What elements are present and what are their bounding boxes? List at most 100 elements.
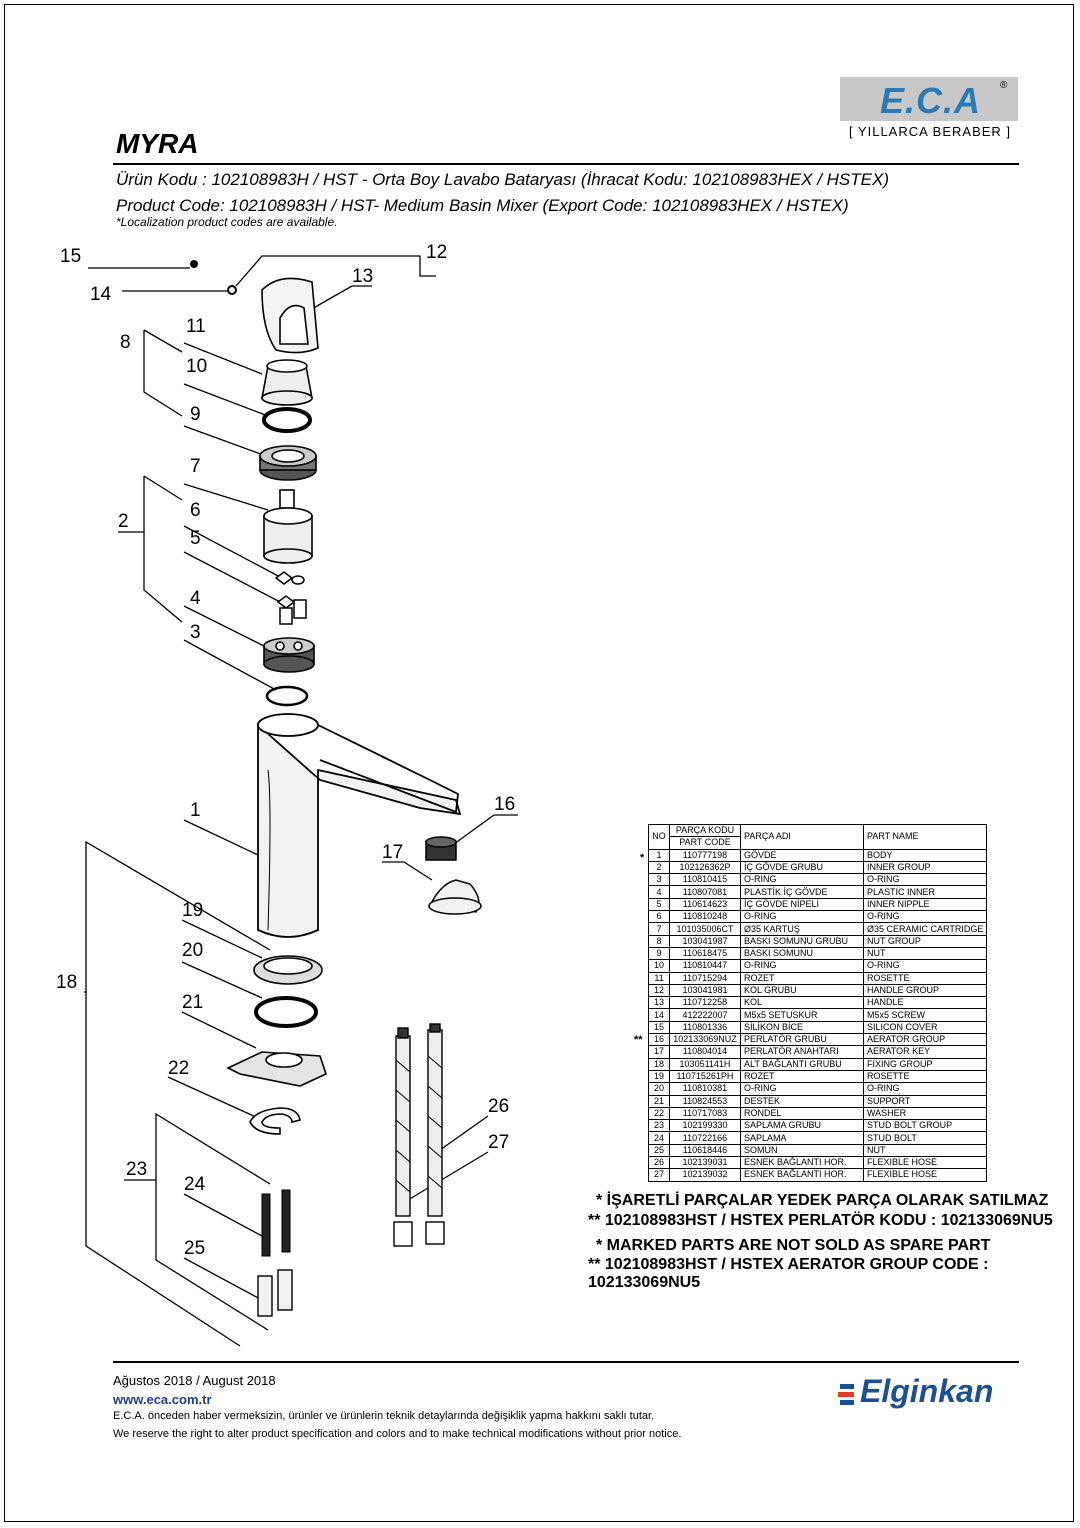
cell-code: 110810447 [669,959,741,973]
cell-code: 102126362P [669,860,741,875]
callout-14: 14 [90,284,112,305]
cartridge-icon [263,489,313,564]
callout-18: 18 [56,972,77,993]
slogan: [ YILLARCA BERABER ] [848,124,1012,139]
callout-8: 8 [120,332,131,353]
cell-tr: ALT BAĞLANTI GRUBU [740,1057,864,1071]
cell-en: STUD BOLT [862,1131,988,1145]
handle-icon [261,277,319,354]
cell-en: O-RING [862,910,988,924]
callout-16: 16 [494,794,515,815]
cell-en: STUD BOLT GROUP [862,1119,988,1133]
cell-tr: O-RING [740,873,864,887]
aerator-key-icon [428,879,482,915]
cell-no: 3 [648,873,670,887]
cell-no: 1 [648,848,670,862]
cell-code: 110810248 [669,910,741,924]
callout-2: 2 [118,511,129,532]
cell-code: 102139031 [669,1156,741,1170]
footer-rule [113,1361,1019,1363]
cell-tr: KOL GRUBU [740,983,864,998]
cell-en: ROSETTE [862,1069,988,1084]
cell-no: 24 [648,1131,670,1145]
cell-en: FLEXIBLE HOSE [862,1168,988,1182]
product-title: MYRA [116,128,199,159]
cell-tr: DESTEK [740,1094,864,1108]
o-ring-icon-20 [254,996,318,1028]
callout-13: 13 [352,266,373,287]
exploded-view-diagram: 15 14 12 13 11 8 10 9 7 2 6 5 4 3 1 16 1… [56,242,518,1347]
washer-icon [249,1107,301,1135]
cell-tr: GÖVDE [740,848,864,862]
nipple-icon-b [293,599,307,619]
disclaimer-en: We reserve the right to alter product sp… [113,1428,682,1440]
cell-en: PLASTIC INNER [862,885,988,899]
header-part-code-en: PART CODE [669,836,741,850]
cell-tr: BASKI SOMUNU GRUBU [740,934,864,948]
cell-no: 6 [648,910,670,924]
cell-en: AERATOR KEY [862,1045,988,1059]
cell-tr: İÇ GÖVDE NİPELİ [740,897,864,912]
cell-tr: SOMUN [740,1143,864,1158]
callout-7: 7 [190,456,201,477]
callout-5: 5 [190,528,201,549]
elginkan-logo: Elginkan [860,1373,994,1409]
callout-1: 1 [190,800,201,821]
cell-tr: Ø35 KARTUŞ [740,922,864,936]
cell-en: BODY [862,848,988,862]
callout-11: 11 [186,316,206,337]
note-en-marked: * MARKED PARTS ARE NOT SOLD AS SPARE PAR… [596,1237,991,1254]
cell-code: 102133069NUZ [669,1033,741,1047]
cell-code: 110618446 [669,1143,741,1158]
stud-bolt-icon [261,1189,291,1257]
cell-code: 110717083 [669,1106,741,1121]
cell-code: 103041987 [669,934,741,948]
cell-no: 11 [648,971,670,985]
cell-no: 18 [648,1057,670,1071]
cell-no: 26 [648,1156,670,1170]
cell-no: 21 [648,1094,670,1108]
product-code-tr: Ürün Kodu : 102108983H / HST - Orta Boy … [116,170,889,189]
cell-en: SUPPORT [862,1094,988,1108]
callout-26: 26 [488,1096,509,1117]
cell-en: NUT [862,1143,988,1158]
callout-20: 20 [182,940,203,961]
callout-15: 15 [60,246,81,267]
cell-en: NUT [862,946,988,961]
cell-code: 110777198 [669,848,741,862]
plastic-inner-icon [263,637,315,673]
cell-code: 102139032 [669,1168,741,1182]
cell-en: O-RING [862,873,988,887]
callout-24: 24 [184,1174,206,1195]
cell-no: 7 [648,922,670,936]
cell-code: 412222007 [669,1008,741,1022]
cell-en: INNER GROUP [862,860,988,875]
header-no: NO [648,824,670,850]
cell-en: INNER NIPPLE [862,897,988,912]
body-icon [257,713,462,938]
stud-nut-icon [257,1269,293,1317]
website-link[interactable]: www.eca.com.tr [113,1392,212,1407]
elginkan-logo-icon [838,1384,854,1405]
support-icon [226,1051,327,1087]
cell-tr: KOL [740,996,864,1010]
cell-no: 27 [648,1168,670,1182]
cell-no: 13 [648,996,670,1010]
callout-27: 27 [488,1132,509,1153]
eca-logo: E.C.A [880,80,982,121]
rosette-icon [261,359,313,406]
cell-code: 110801336 [669,1020,741,1035]
cell-code: 110824553 [669,1094,741,1108]
eca-logo-background [840,77,1018,121]
